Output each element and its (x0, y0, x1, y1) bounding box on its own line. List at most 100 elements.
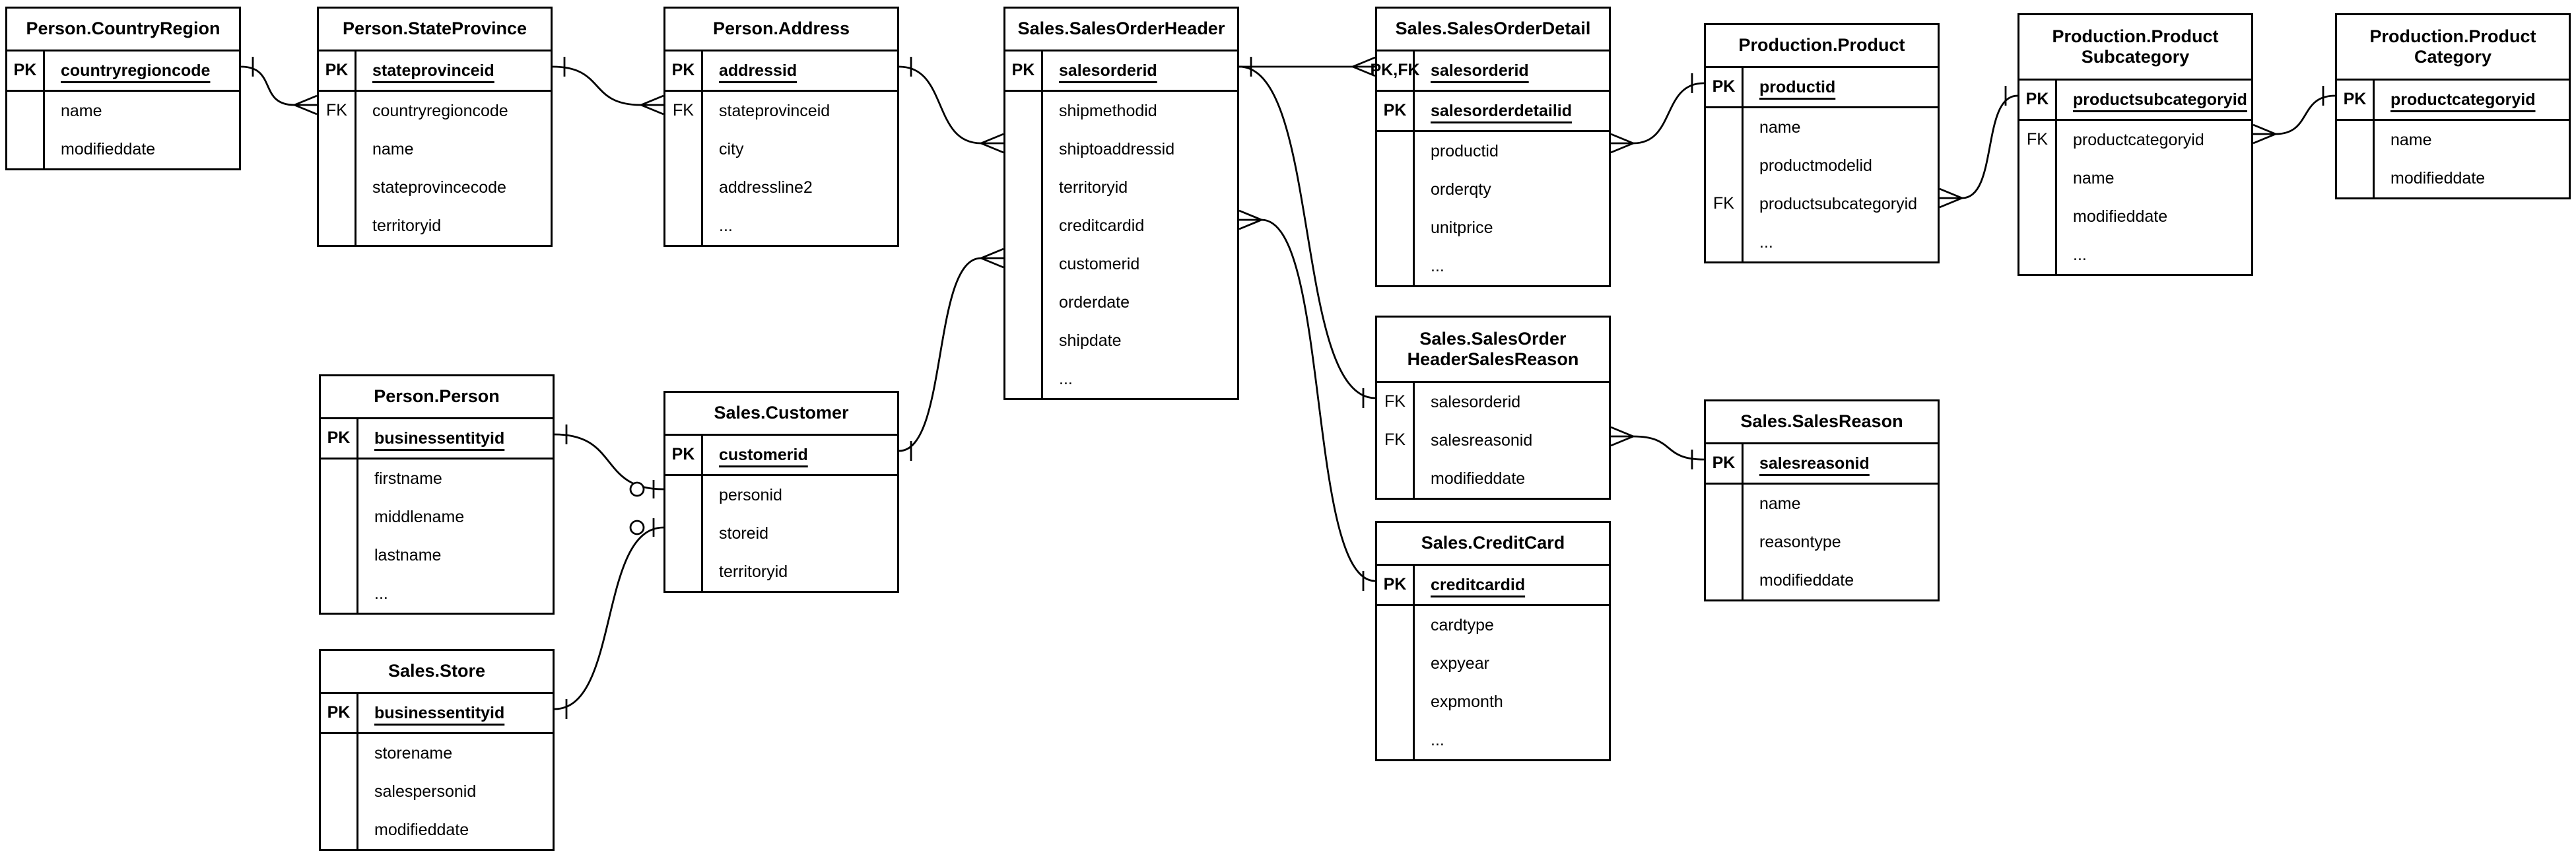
key-label: PK (2337, 81, 2375, 119)
field-name: unitprice (1431, 218, 1493, 237)
key-label (1377, 170, 1415, 209)
table-title: Sales.SalesOrderHeader (1005, 9, 1237, 50)
table-title: Person.Address (665, 9, 897, 50)
field-row: addressline2 (665, 168, 897, 207)
key-label (2019, 197, 2057, 236)
key-label: FK (1377, 383, 1415, 421)
cardinality-glyph-address-salesorderheader (980, 133, 1004, 145)
cardinality-glyph-creditcard-salesorderheader (1238, 209, 1262, 221)
field-name: salesorderid (1431, 392, 1521, 411)
table-title: Sales.Store (321, 651, 553, 692)
field-row: modifieddate (2337, 159, 2569, 197)
field-name: salesorderid (1059, 61, 1157, 80)
key-label (1005, 130, 1043, 168)
field-name: ... (1759, 232, 1773, 252)
field-name: ... (1431, 256, 1444, 275)
table-title-line1: Sales.Store (388, 661, 486, 681)
field-row: ... (1706, 223, 1938, 261)
key-label: PK (1005, 51, 1043, 90)
key-label (1706, 108, 1744, 147)
field-name: shipmethodid (1059, 101, 1157, 120)
field-name: storeid (719, 524, 769, 543)
field-name: name (1759, 494, 1801, 513)
cardinality-glyph-countryregion-stateprovince (294, 94, 318, 106)
key-label (2337, 159, 2375, 197)
field-row: ... (2019, 236, 2251, 274)
field-name: productsubcategoryid (1759, 194, 1918, 213)
key-label (319, 168, 356, 207)
relationship-creditcard-salesorderheader (1261, 219, 1376, 582)
table-title-line1: Production.Product (2369, 26, 2536, 46)
key-label-text: PK (671, 445, 695, 464)
key-label: PK (319, 51, 356, 90)
relationship-customer-salesorderheader (898, 257, 982, 452)
key-label (1377, 247, 1415, 285)
cardinality-glyph-stateprovince-address (640, 94, 664, 106)
field-name: name (1759, 118, 1801, 137)
field-row: modifieddate (7, 130, 239, 168)
key-label-text: FK (673, 101, 694, 120)
field-row: territoryid (665, 553, 897, 591)
field-name: stateprovinceid (372, 61, 494, 80)
cardinality-glyph-creditcard-salesorderheader (1238, 219, 1262, 230)
field-name: salesorderdetailid (1431, 101, 1572, 120)
key-label: PK (7, 51, 45, 90)
field-name: name (2073, 168, 2115, 187)
field-row: lastname (321, 536, 553, 574)
key-label-text: PK (1383, 575, 1407, 594)
field-row: PK customerid (665, 436, 897, 474)
field-name: ... (1431, 730, 1444, 749)
key-label (321, 498, 358, 536)
table-title-line1: Sales.SalesOrderDetail (1395, 18, 1591, 39)
table-title-line1: Person.Person (374, 386, 500, 407)
field-row: PK stateprovinceid (319, 51, 551, 90)
field-row: storename (321, 734, 553, 772)
field-row: storeid (665, 514, 897, 553)
field-row: name (1706, 485, 1938, 523)
key-label: FK (1377, 421, 1415, 460)
key-label (2019, 159, 2057, 197)
cardinality-glyph-headersalesreason-salesreason (1610, 426, 1634, 438)
table-title-line1: Sales.CreditCard (1421, 533, 1565, 553)
table-section: PK stateprovinceid (319, 50, 551, 90)
field-row: firstname (321, 460, 553, 498)
table-title-line2: HeaderSalesReason (1407, 349, 1579, 369)
field-name: expmonth (1431, 692, 1503, 711)
relationship-salesorderdetail-product (1633, 82, 1705, 145)
field-name: customerid (719, 445, 808, 464)
field-name: countryregioncode (61, 61, 211, 80)
field-row: modifieddate (1706, 561, 1938, 599)
key-label (319, 207, 356, 245)
relationship-headersalesreason-salesreason (1633, 435, 1705, 461)
field-name: modifieddate (1431, 469, 1526, 488)
field-name: productcategoryid (2073, 130, 2204, 149)
key-label: PK (2019, 81, 2057, 119)
field-row: modifieddate (1377, 460, 1609, 498)
field-name: ... (719, 216, 733, 235)
field-row: shiptoaddressid (1005, 130, 1237, 168)
key-label (1005, 207, 1043, 245)
key-label (2337, 121, 2375, 159)
relationship-salesorderheader-headersalesreason (1238, 65, 1376, 399)
